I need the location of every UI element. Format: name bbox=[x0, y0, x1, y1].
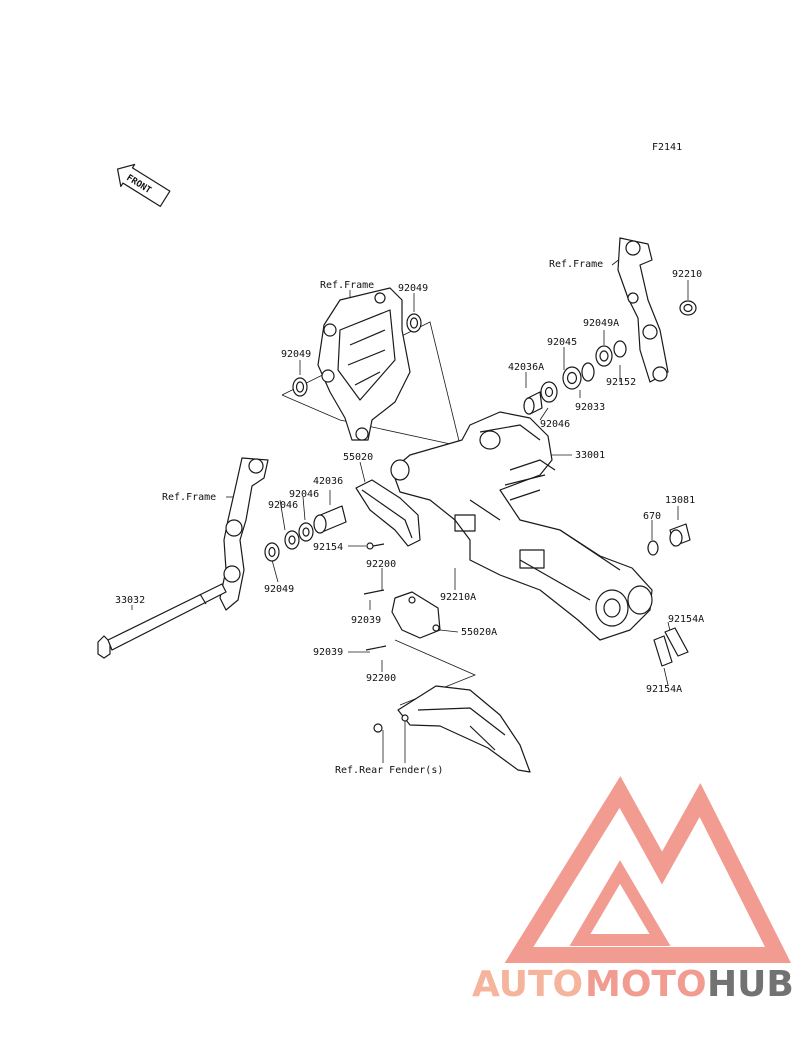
label-33001: 33001 bbox=[575, 450, 605, 461]
label-33032: 33032 bbox=[115, 595, 145, 606]
adjuster-92154A bbox=[653, 627, 689, 667]
swingarm-33001 bbox=[390, 411, 653, 641]
label-55020: 55020 bbox=[343, 452, 373, 463]
label-92045: 92045 bbox=[547, 337, 577, 348]
watermark-hub: HUB bbox=[707, 964, 794, 1005]
label-92210: 92210 bbox=[672, 269, 702, 280]
part-labels: Ref.Frame 92049 92049 Ref.Frame 92210 92… bbox=[115, 259, 704, 776]
label-92049-bottom: 92049 bbox=[264, 584, 294, 595]
automotohub-watermark: AUTO MOTO HUB bbox=[472, 776, 794, 1005]
collar-13081 bbox=[669, 523, 691, 547]
label-92152: 92152 bbox=[606, 377, 636, 388]
label-ref-frame-right: Ref.Frame bbox=[549, 259, 603, 270]
label-92039-bottom: 92039 bbox=[313, 647, 343, 658]
pins-92039 bbox=[363, 589, 387, 651]
oring-670 bbox=[647, 540, 659, 556]
label-670: 670 bbox=[643, 511, 661, 522]
watermark-triangle-outer bbox=[504, 776, 791, 963]
chain-guide-55020 bbox=[355, 479, 421, 547]
label-92039-top: 92039 bbox=[351, 615, 381, 626]
label-92200-bottom: 92200 bbox=[366, 673, 396, 684]
pivot-axle-33032 bbox=[97, 583, 227, 659]
washer-92049-top bbox=[406, 313, 422, 333]
bolt-92154 bbox=[366, 542, 385, 550]
label-92154A-bottom: 92154A bbox=[646, 684, 682, 695]
front-arrow-icon: FRONT bbox=[116, 163, 171, 208]
frame-mount-bracket-center bbox=[317, 287, 411, 441]
watermark-triangle-inner bbox=[569, 860, 671, 946]
label-42036: 42036 bbox=[313, 476, 343, 487]
label-92049A: 92049A bbox=[583, 318, 619, 329]
figure-code: F2141 bbox=[652, 142, 682, 153]
label-92049-top: 92049 bbox=[398, 283, 428, 294]
leader-lines bbox=[131, 254, 689, 763]
bearing-stack-left bbox=[264, 505, 347, 562]
watermark-moto: MOTO bbox=[585, 964, 707, 1005]
label-92210A: 92210A bbox=[440, 592, 476, 603]
label-92154A-top: 92154A bbox=[668, 614, 704, 625]
label-92033: 92033 bbox=[575, 402, 605, 413]
label-42036A: 42036A bbox=[508, 362, 544, 373]
label-ref-rear-fender: Ref.Rear Fender(s) bbox=[335, 765, 443, 776]
rear-fender bbox=[373, 685, 531, 773]
label-13081: 13081 bbox=[665, 495, 695, 506]
label-ref-frame-top: Ref.Frame bbox=[320, 280, 374, 291]
label-55020A: 55020A bbox=[461, 627, 497, 638]
frame-link-right bbox=[617, 237, 669, 383]
watermark-auto: AUTO bbox=[472, 964, 583, 1005]
label-ref-frame-left: Ref.Frame bbox=[162, 492, 216, 503]
label-92200-top: 92200 bbox=[366, 559, 396, 570]
label-92046-a: 92046 bbox=[289, 489, 319, 500]
bearing-stack-right bbox=[523, 340, 627, 415]
bracket-55020A bbox=[391, 591, 441, 639]
frame-link-left bbox=[219, 457, 269, 611]
label-92046-right: 92046 bbox=[540, 419, 570, 430]
washer-92049-left bbox=[292, 377, 308, 397]
nut-92210 bbox=[679, 300, 697, 316]
label-92046-b: 92046 bbox=[268, 500, 298, 511]
label-92154: 92154 bbox=[313, 542, 343, 553]
label-92049-left: 92049 bbox=[281, 349, 311, 360]
